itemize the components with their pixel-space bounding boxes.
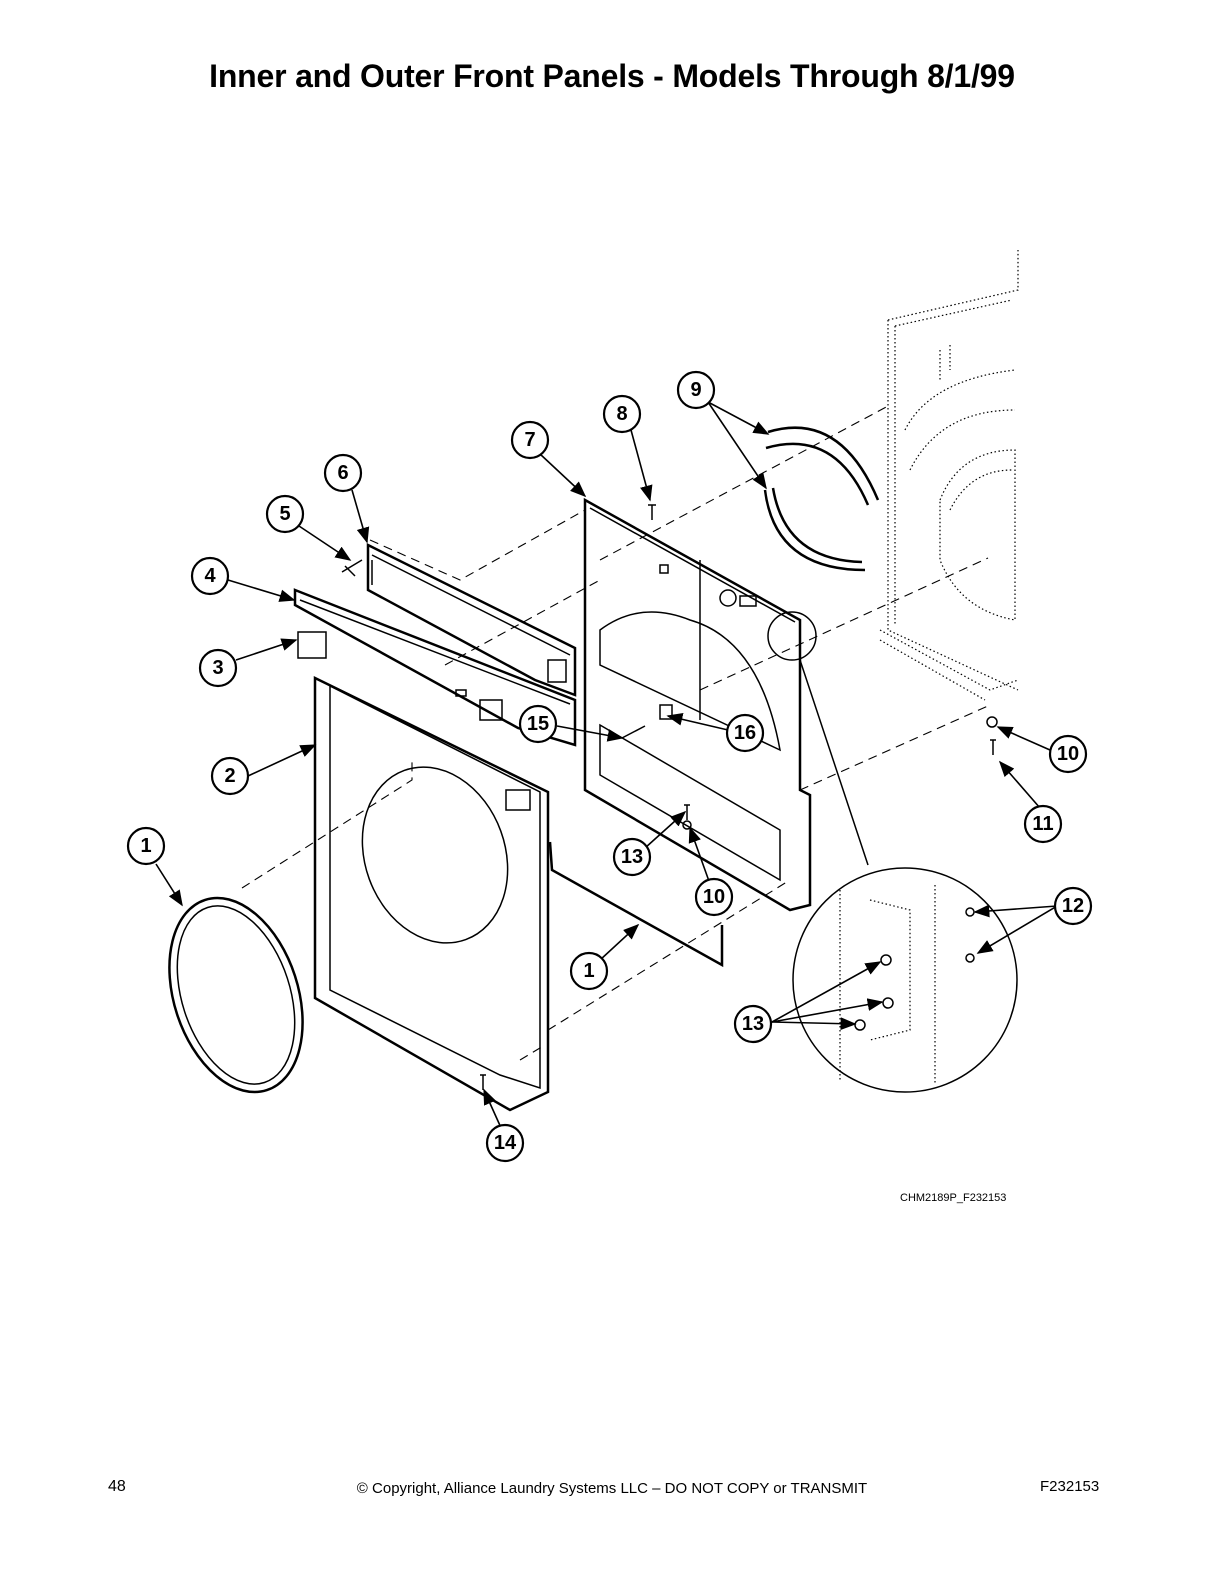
callout-14: 14 <box>485 1123 525 1163</box>
svg-text:10: 10 <box>1057 743 1079 765</box>
callout-15: 15 <box>518 704 558 744</box>
callout-11: 11 <box>1023 804 1063 844</box>
svg-text:12: 12 <box>1062 895 1084 917</box>
detail-zoom <box>767 611 1018 1093</box>
instruction-label <box>297 631 327 659</box>
page-title: Inner and Outer Front Panels - Models Th… <box>209 58 1015 94</box>
copyright-notice: © Copyright, Alliance Laundry Systems LL… <box>356 1480 868 1497</box>
svg-text:13: 13 <box>621 846 643 868</box>
document-number: F232153 <box>1040 1478 1100 1495</box>
callout-10: 10 <box>694 877 734 917</box>
callout-1: 1 <box>569 951 609 991</box>
callout-13: 13 <box>612 837 652 877</box>
bottom-strip <box>548 841 724 968</box>
callout-3: 3 <box>198 648 238 688</box>
svg-text:9: 9 <box>690 379 701 401</box>
svg-text:4: 4 <box>204 565 216 587</box>
callout-4: 4 <box>190 556 230 596</box>
svg-text:10: 10 <box>703 886 725 908</box>
svg-text:3: 3 <box>212 657 223 679</box>
alignment-lines <box>241 404 991 1061</box>
control-bracket <box>366 542 577 697</box>
screws <box>480 504 998 1090</box>
callout-10: 10 <box>1048 734 1088 774</box>
callout-9: 9 <box>676 370 716 410</box>
svg-text:2: 2 <box>224 765 235 787</box>
callout-7: 7 <box>510 420 550 460</box>
svg-text:11: 11 <box>1032 813 1053 835</box>
svg-text:1: 1 <box>583 960 594 982</box>
page-number: 48 <box>108 1478 126 1495</box>
svg-text:16: 16 <box>734 722 756 744</box>
callout-16: 16 <box>725 713 765 753</box>
svg-text:6: 6 <box>337 462 348 484</box>
callout-8: 8 <box>602 394 642 434</box>
callout-13: 13 <box>733 1004 773 1044</box>
outer-front-panel <box>313 675 550 1112</box>
callout-5: 5 <box>265 494 305 534</box>
figure-reference: CHM2189P_F232153 <box>900 1192 1007 1204</box>
callout-6: 6 <box>323 453 363 493</box>
svg-text:8: 8 <box>616 403 627 425</box>
svg-text:13: 13 <box>742 1013 764 1035</box>
callout-12: 12 <box>1053 886 1093 926</box>
door-gasket <box>168 896 304 1094</box>
callout-2: 2 <box>210 756 250 796</box>
svg-text:7: 7 <box>524 429 535 451</box>
dryer-cabinet <box>879 250 1019 701</box>
callout-1: 1 <box>126 826 166 866</box>
svg-text:15: 15 <box>527 713 549 735</box>
screw-5 <box>341 559 363 577</box>
inner-front-panel <box>583 497 812 912</box>
drum-seal <box>763 426 880 572</box>
svg-text:1: 1 <box>140 835 151 857</box>
svg-text:14: 14 <box>494 1132 517 1154</box>
svg-text:5: 5 <box>279 503 290 525</box>
